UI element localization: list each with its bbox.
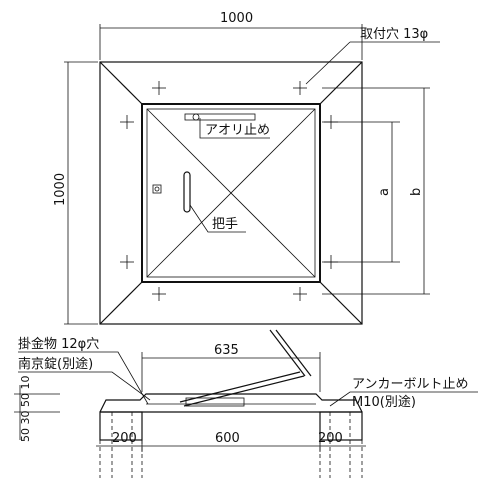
frame-slab: [99, 393, 363, 413]
hasp-plate: [152, 184, 162, 194]
left-support-dim-label: 200: [112, 431, 137, 446]
mount-hole-label: 取付穴 13φ: [360, 27, 428, 42]
left-support: [99, 411, 143, 478]
dim-width: 1000: [99, 11, 363, 60]
dim-height: 1000: [53, 61, 98, 325]
inner-opening-inner: [146, 108, 316, 278]
anchor-spec: M10(別途): [352, 394, 416, 410]
dim-a-b: a b: [322, 87, 430, 295]
stopper-label: アオリ止め: [205, 123, 270, 138]
right-support-dim-label: 200: [318, 431, 343, 446]
hasp-callout: 掛金物 12φ穴 南京錠(別途): [18, 336, 151, 405]
width-dim-label: 1000: [220, 11, 253, 26]
mount-hole-callout: 取付穴 13φ: [305, 27, 440, 85]
handle-callout: 把手: [189, 204, 246, 233]
dim-b-label: b: [409, 188, 424, 196]
right-support: [319, 411, 363, 478]
plan-view: 1000 1000 a b 取付穴 13φ アオ: [53, 11, 440, 325]
opening-dim-label: 635: [214, 343, 239, 358]
inner-opening: [141, 103, 321, 283]
bottom-dims: 200 600 200: [96, 431, 366, 452]
height-dim-label: 1000: [53, 173, 68, 206]
stopper-bar: [184, 113, 256, 121]
outer-frame: [99, 61, 363, 325]
stopper-callout: アオリ止め: [199, 118, 270, 139]
lock-label: 南京錠(別途): [18, 356, 93, 372]
vertical-dims-label: 50 30 50 10: [19, 376, 32, 442]
dim-a-label: a: [377, 188, 392, 196]
section-view: 635: [14, 329, 478, 478]
dim-opening: 635: [141, 343, 321, 392]
vertical-dims: 50 30 50 10: [14, 376, 60, 442]
open-lid: [179, 329, 312, 407]
hasp-label: 掛金物 12φ穴: [18, 336, 99, 352]
anchor-label: アンカーボルト止め: [352, 377, 468, 392]
cover-diagonal: [146, 108, 316, 278]
center-dim-label: 600: [215, 431, 240, 446]
handle: [183, 171, 191, 213]
handle-label: 把手: [212, 217, 238, 232]
anchor-callout: アンカーボルト止め M10(別途): [329, 377, 478, 410]
